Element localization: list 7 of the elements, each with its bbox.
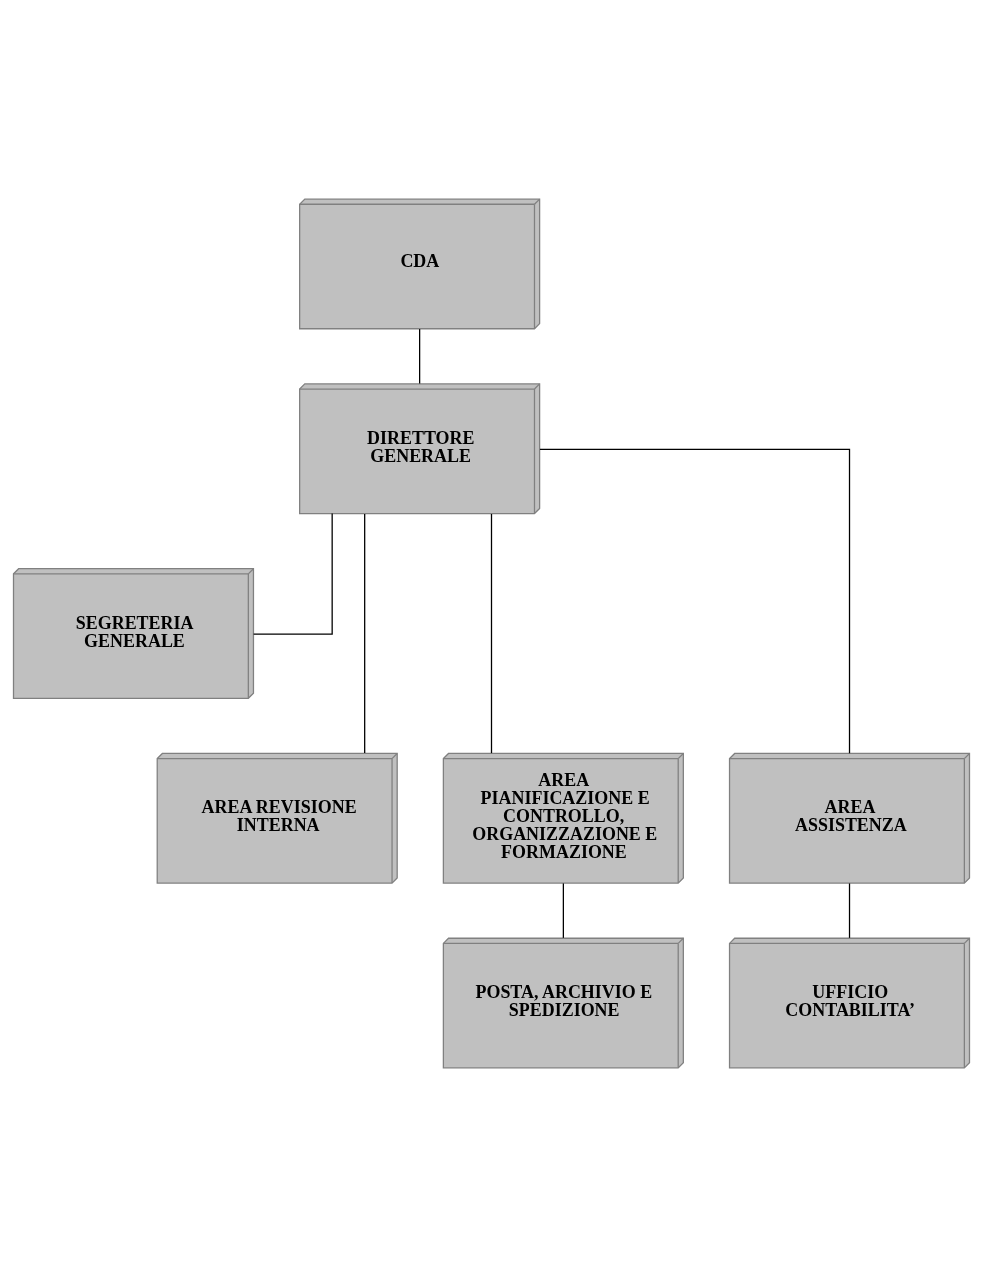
connector	[539, 448, 851, 754]
connector	[848, 882, 851, 939]
connector	[419, 328, 421, 385]
connector	[562, 882, 564, 939]
connector	[364, 513, 366, 754]
connector	[490, 513, 493, 754]
connector	[253, 512, 333, 635]
